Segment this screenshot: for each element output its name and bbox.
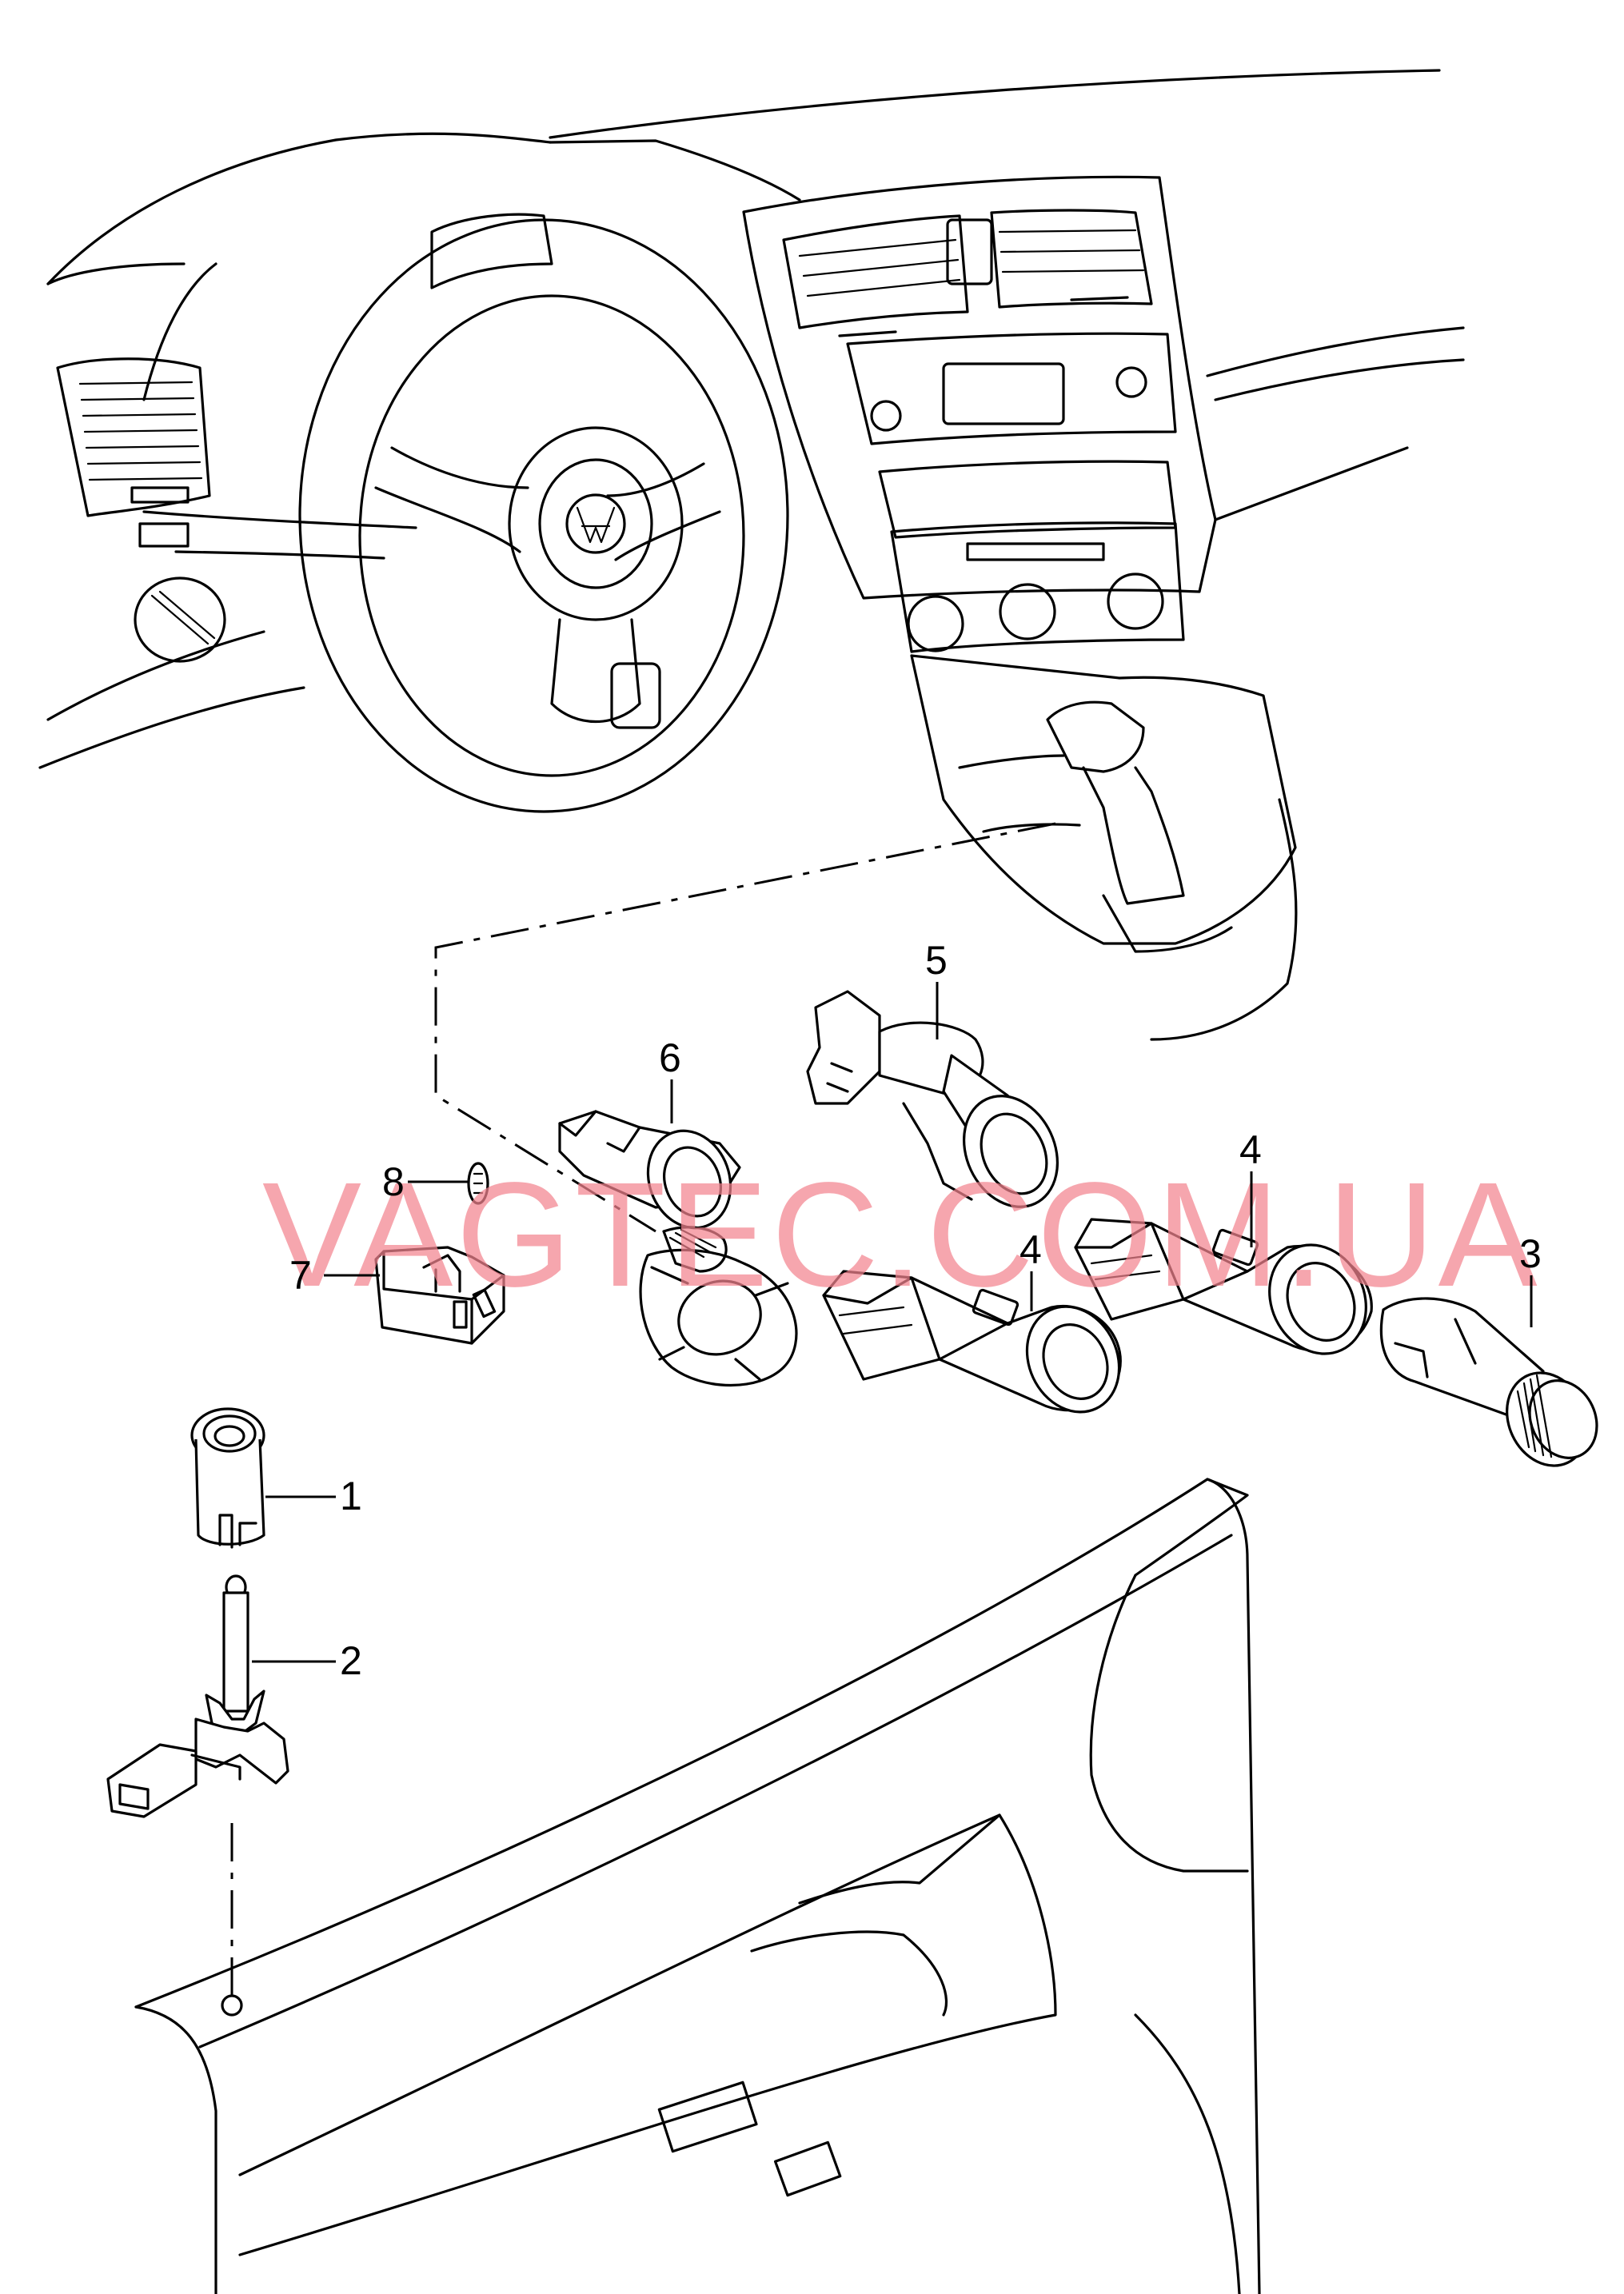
callout-numbers: 1 2 3 4 4 5 6 7 8 xyxy=(289,938,1542,1683)
headlight-switch xyxy=(134,576,226,663)
center-console xyxy=(742,175,1298,1041)
part-6-housing-ring xyxy=(558,1110,798,1386)
callout-3: 3 xyxy=(1519,1231,1542,1276)
part-1-socket xyxy=(190,1407,265,1549)
part-4-socket-upper xyxy=(1074,1218,1373,1355)
callout-4-upper: 4 xyxy=(1239,1127,1262,1172)
part-8-bulb xyxy=(467,1162,489,1205)
dashboard-illustration xyxy=(38,69,1465,1041)
door-panel-illustration xyxy=(134,1478,1261,2294)
callout-2: 2 xyxy=(340,1638,362,1683)
steering-wheel xyxy=(298,213,789,813)
part-5-socket-bracket xyxy=(806,990,1059,1208)
reference-lines xyxy=(230,822,1056,1999)
part-4-socket-lower xyxy=(822,1270,1122,1414)
watermark: VAGTEC.COM.UA xyxy=(262,1152,1541,1318)
part-3-lighter xyxy=(1379,1297,1598,1467)
callout-6: 6 xyxy=(659,1035,681,1080)
callout-leaders xyxy=(252,982,1533,1663)
callout-1: 1 xyxy=(340,1474,362,1518)
callout-7: 7 xyxy=(289,1253,312,1298)
callout-5: 5 xyxy=(925,938,948,983)
callout-8: 8 xyxy=(382,1159,405,1204)
left-air-vent xyxy=(56,357,211,548)
part-2-contact-switch xyxy=(106,1574,289,1818)
part-7-connector xyxy=(374,1246,505,1345)
callout-4-lower: 4 xyxy=(1019,1227,1042,1272)
